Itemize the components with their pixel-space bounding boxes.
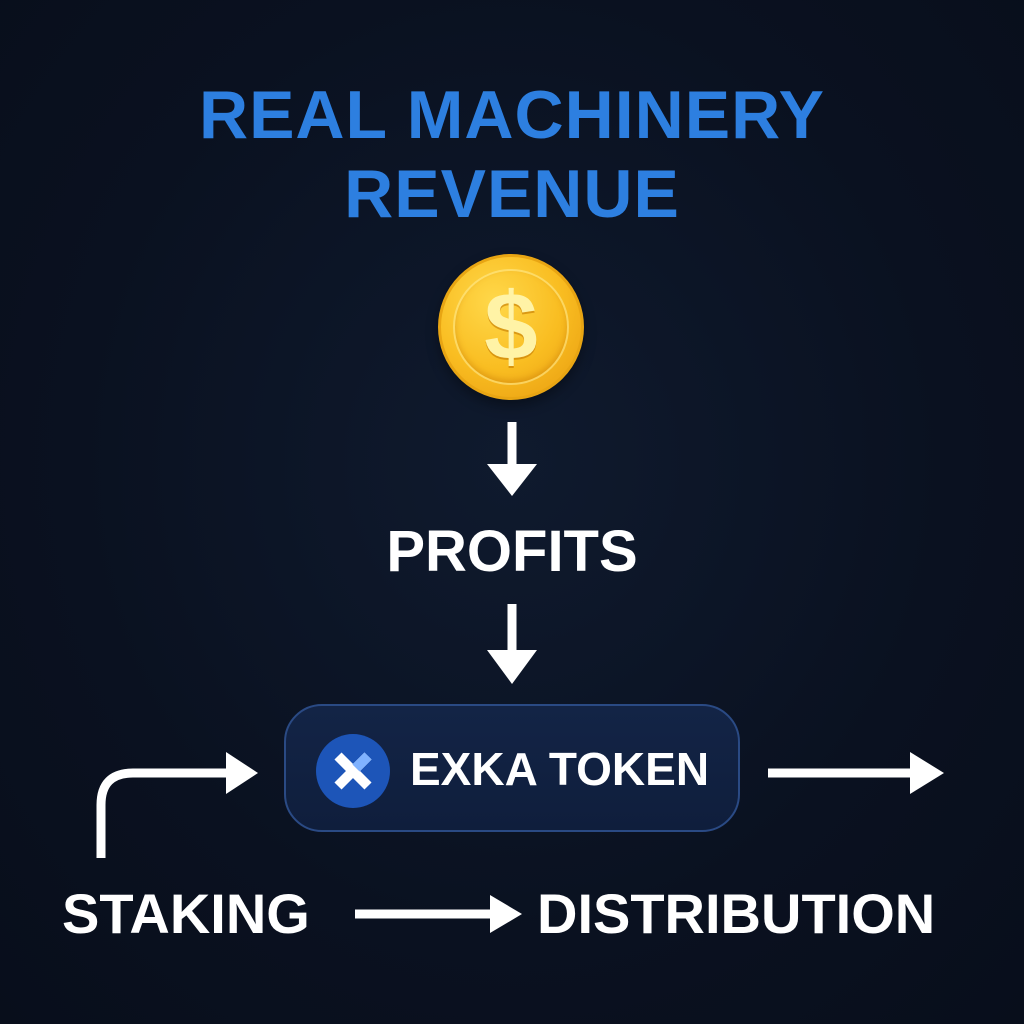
x-logo-icon [316, 734, 390, 808]
title-line-1: REAL MACHINERY [198, 77, 826, 153]
distribution-label: DISTRIBUTION [537, 882, 936, 945]
coin-face: $ [453, 269, 569, 385]
profits-label: PROFITS [386, 519, 638, 584]
exka-token-label: EXKA TOKEN [410, 743, 710, 795]
title-line-2: REVENUE [344, 156, 680, 232]
dollar-coin-icon: $ [438, 254, 584, 400]
exka-token-box: EXKA TOKEN [284, 704, 740, 832]
staking-label: STAKING [62, 882, 310, 945]
dollar-sign-glyph: $ [484, 273, 538, 380]
